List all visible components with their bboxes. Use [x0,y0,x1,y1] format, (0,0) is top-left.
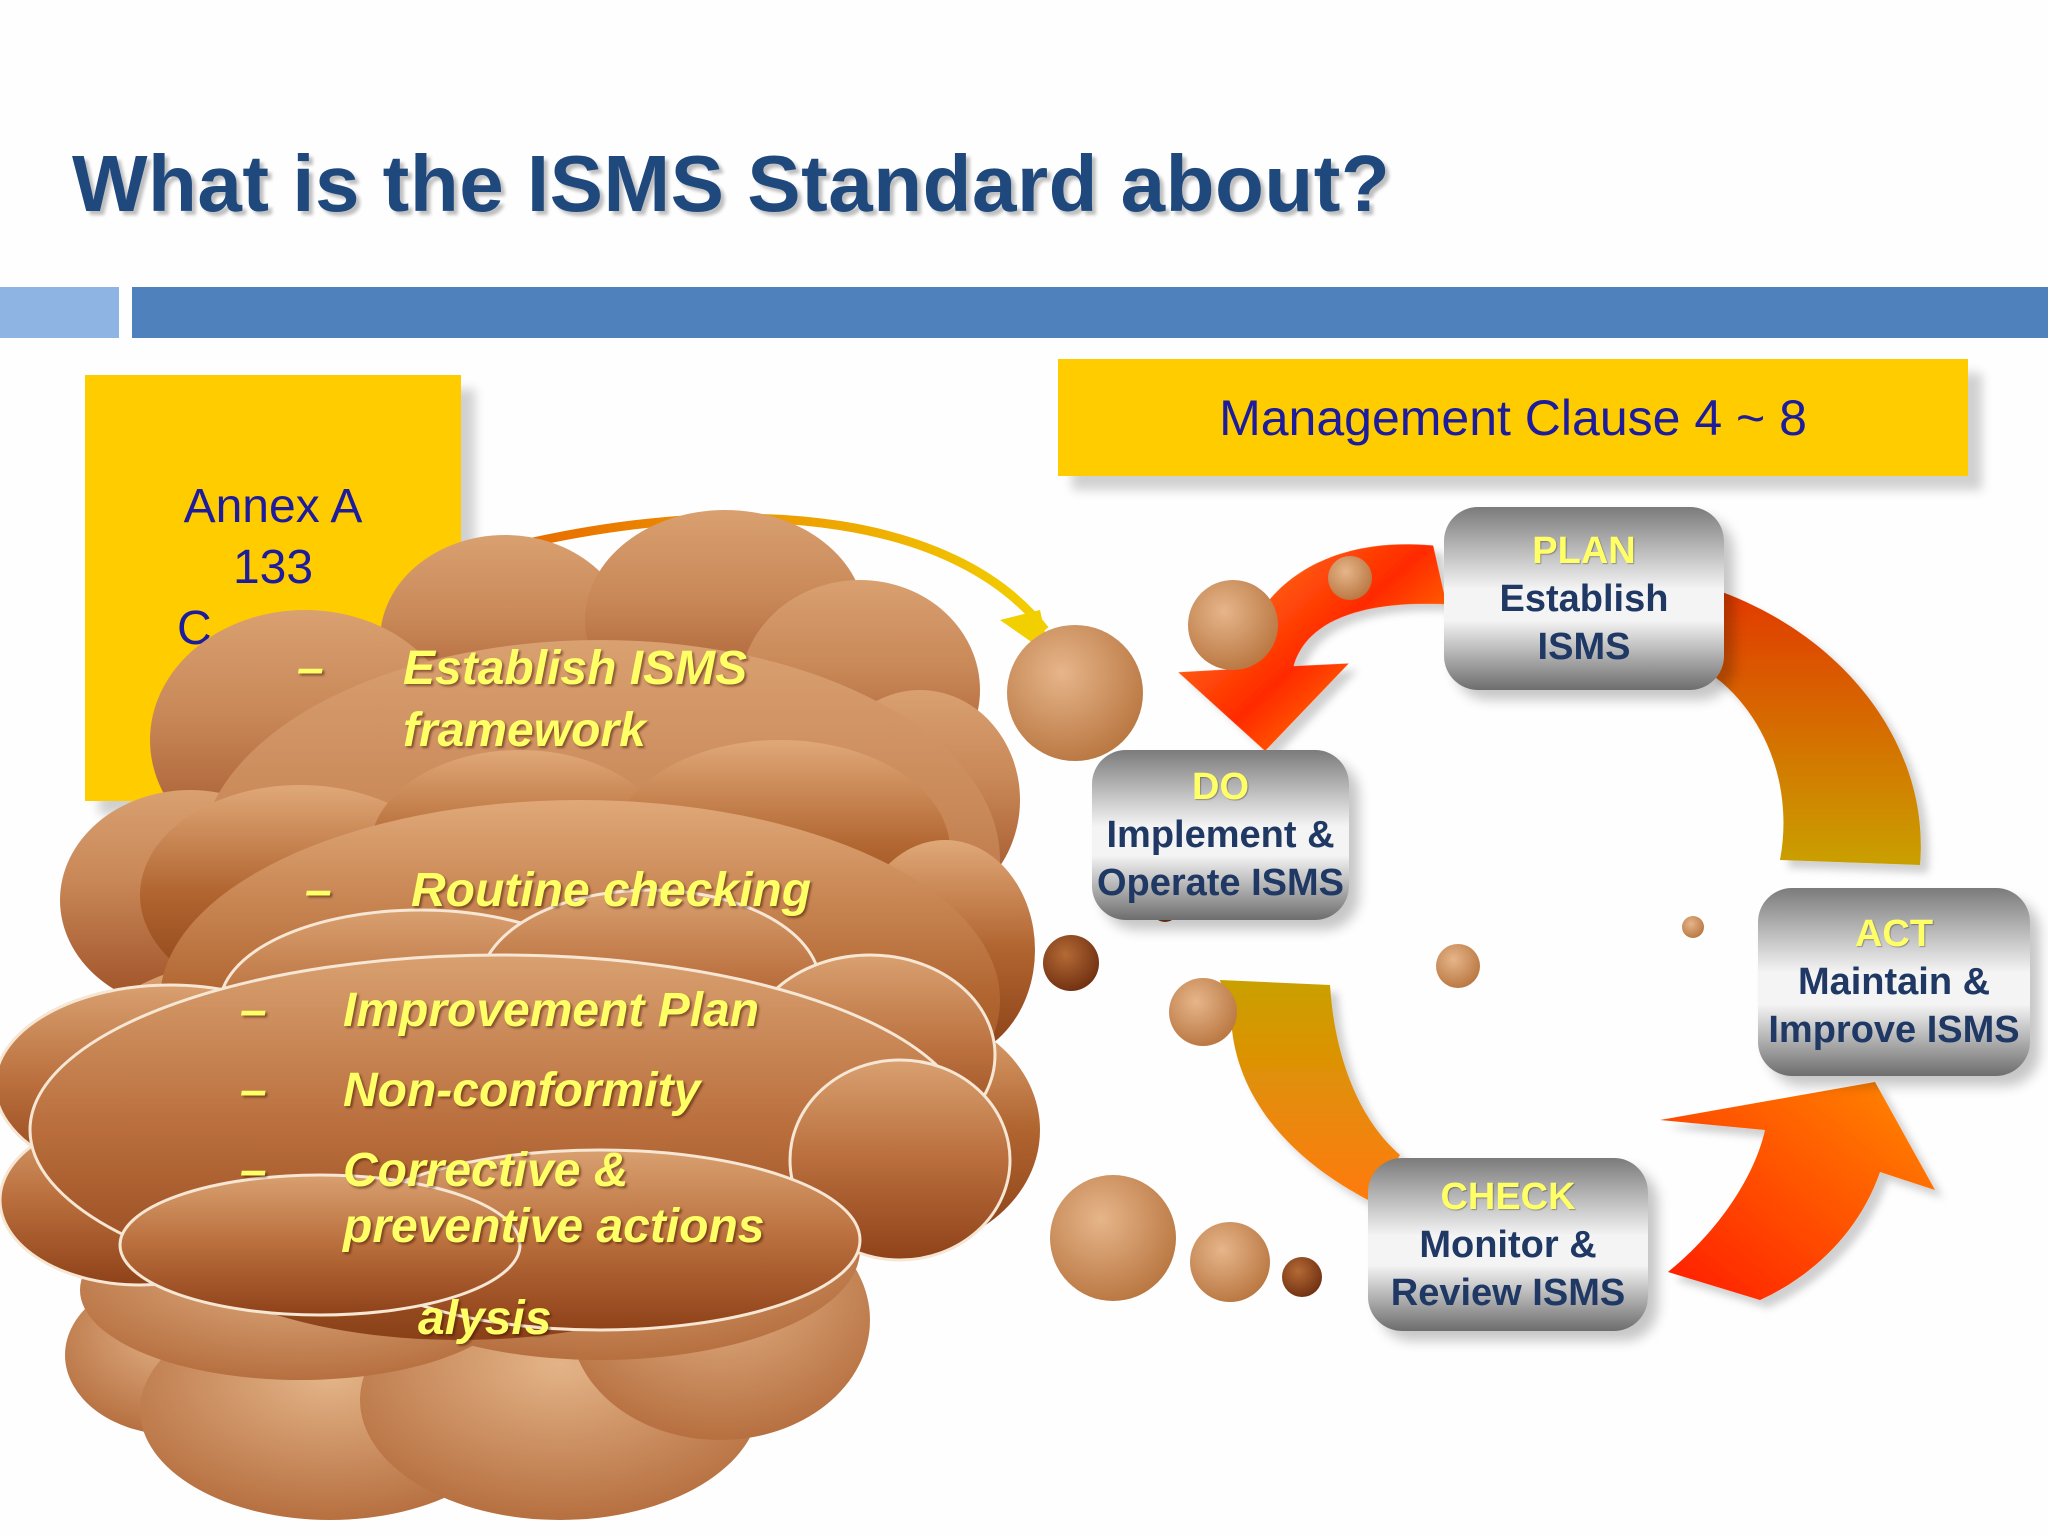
plan-line2: ISMS [1537,625,1631,668]
cloud-act-item3-line1: Corrective & [343,1144,629,1197]
check-line1: Monitor & [1419,1223,1597,1266]
thought-bubble [1190,1222,1270,1302]
cloud-act-item2: Non-conformity [343,1064,701,1117]
check-phase-label: CHECK [1440,1175,1576,1218]
slide-title: What is the ISMS Standard about? [72,139,1391,228]
cloud-act-dash2: – [240,1064,267,1117]
check-line2: Review ISMS [1390,1271,1626,1314]
thought-bubble [1682,916,1704,938]
arrow-do-to-check [1220,980,1400,1202]
management-clause-note: Management Clause 4 ~ 8 [1058,359,1968,476]
thought-bubble [1043,935,1099,991]
annex-line2: 133 [232,541,314,594]
cloud-plan-item1-line1: Establish ISMS [403,642,748,695]
thought-bubble [1169,978,1237,1046]
annex-line1: Annex A [183,480,363,533]
do-line1: Implement & [1106,814,1335,856]
arrow-check-to-act [1660,1082,1935,1300]
plan-line1: Establish [1499,577,1669,620]
pdca-check-box: CHECK Monitor & Review ISMS [1368,1158,1648,1331]
thought-bubble [1328,556,1372,600]
thought-bubble [1282,1257,1322,1297]
cloud-act [0,888,1012,1332]
act-phase-label: ACT [1854,913,1934,955]
cloud-do-dash: – [305,864,332,917]
thought-bubble [1007,625,1143,761]
thought-bubble [1188,580,1278,670]
act-line1: Maintain & [1797,961,1991,1003]
arrow-plan-to-act [1705,592,1921,865]
cloud-check-fragment: alysis [418,1292,552,1345]
act-line2: Improve ISMS [1768,1009,2020,1051]
cloud-act-dash3: – [240,1144,267,1197]
thought-bubble [1050,1175,1176,1301]
cloud-act-item1: Improvement Plan [343,984,760,1037]
management-clause-label: Management Clause 4 ~ 8 [1219,389,1807,446]
do-phase-label: DO [1192,766,1249,808]
plan-phase-label: PLAN [1532,529,1636,572]
pointer-curve [518,513,1049,633]
arrow-plan-to-do [1178,544,1447,751]
pdca-act-box: ACT Maintain & Improve ISMS [1758,888,2030,1076]
cloud-act-item3-line2: preventive actions [343,1200,765,1253]
do-line2: Operate ISMS [1096,862,1345,904]
cloud-plan-item1-line2: framework [403,704,646,757]
pdca-do-box: DO Implement & Operate ISMS [1092,750,1349,920]
cloud-plan-dash: – [297,642,324,695]
pdca-plan-box: PLAN Establish ISMS [1444,507,1724,690]
thought-bubble [1436,944,1480,988]
cloud-act-dash1: – [240,984,267,1037]
cloud-do-item1: Routine checking [411,864,812,917]
accent-bar [132,287,2048,338]
accent-bar-left [0,287,119,338]
